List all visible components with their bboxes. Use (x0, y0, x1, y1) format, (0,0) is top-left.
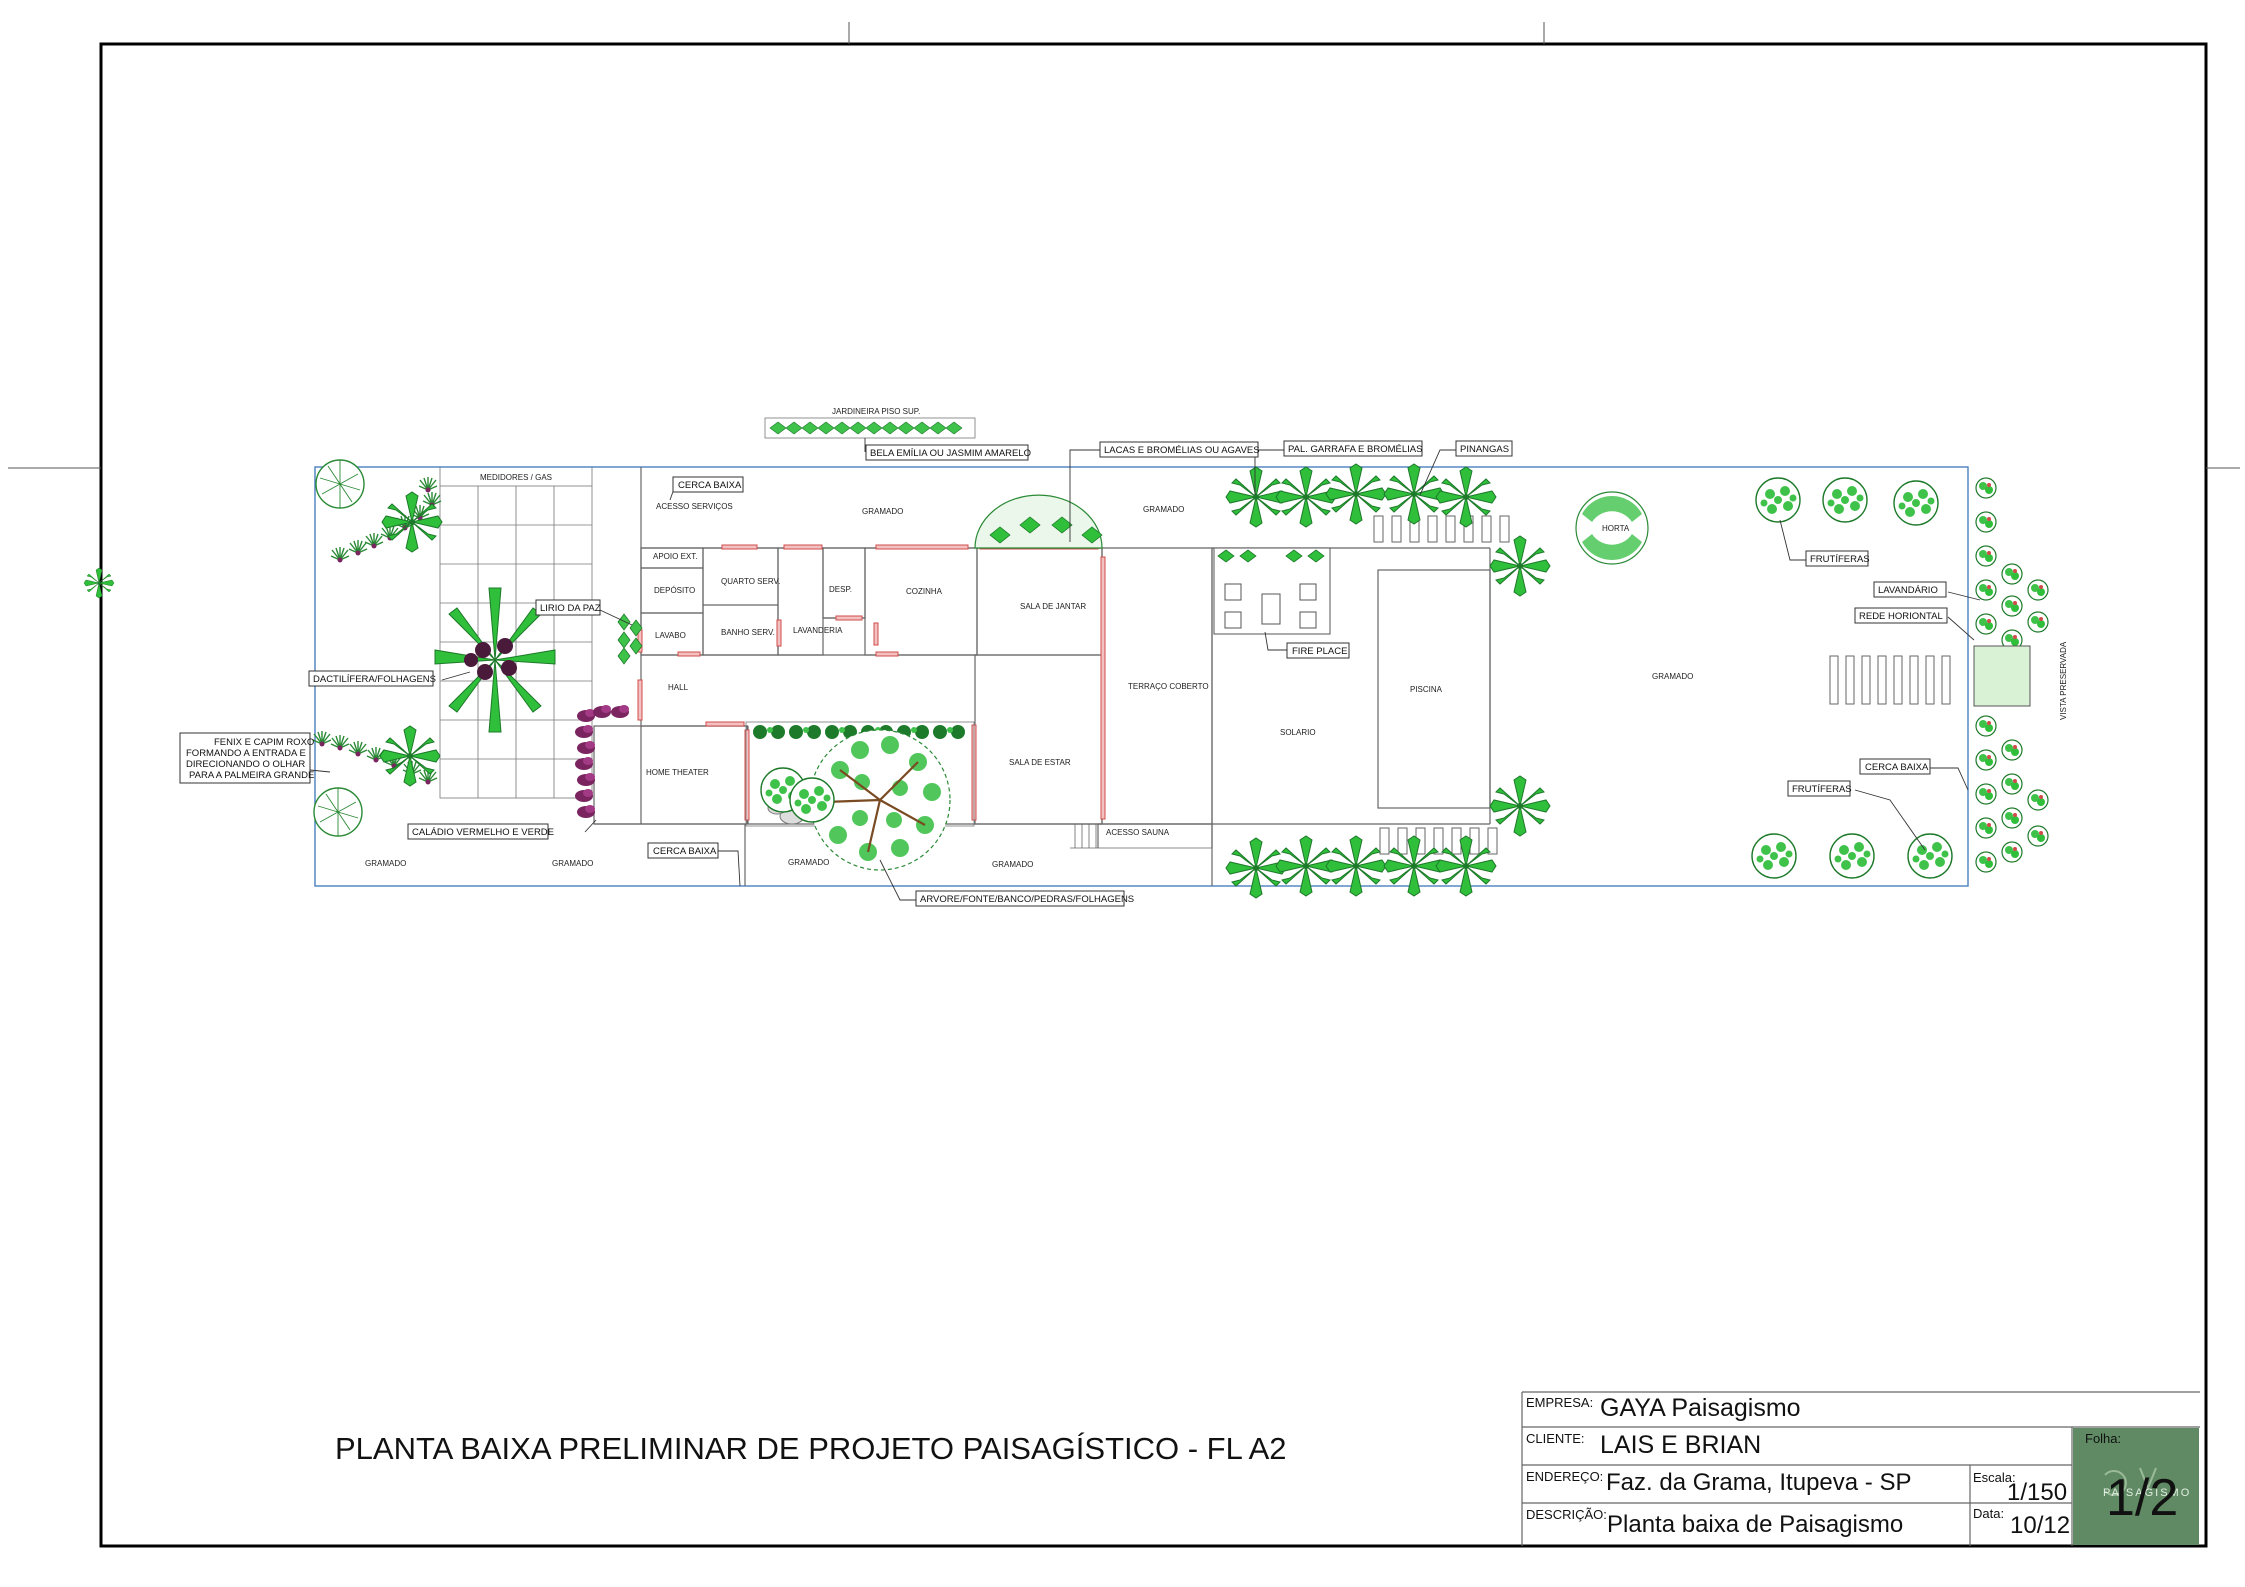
room-solario: SOLARIO (1280, 728, 1316, 737)
callouts: BELA EMÍLIA OU JASMIM AMARELO CERCA BAIX… (179, 440, 1948, 907)
room-horta: HORTA (1602, 524, 1630, 533)
tb-folha-label: Folha: (2085, 1431, 2121, 1446)
deck-pads (1373, 515, 1951, 855)
fire-place-plants (1217, 549, 1325, 563)
room-gramado-b3: GRAMADO (788, 858, 829, 867)
fire-place-structure (1213, 547, 1331, 635)
sheet-border (99, 42, 2208, 1548)
room-gramado-b2: GRAMADO (552, 859, 593, 868)
callout-fenix-4: PARA A PALMEIRA GRANDE (189, 770, 314, 781)
logo-mark-icon (2104, 1467, 2157, 1496)
tb-cliente-value: LAIS E BRIAN (1600, 1431, 1761, 1459)
callout-fenix-3: DIRECIONANDO O OLHAR (186, 759, 305, 770)
site-plan: MEDIDORES / GAS ACESSO SERVIÇOS APOIO EX… (83, 407, 2068, 907)
callout-frutiferas-bottom: FRUTÍFERAS (1792, 784, 1852, 795)
callout-arvore: ARVORE/FONTE/BANCO/PEDRAS/FOLHAGENS (920, 894, 1134, 905)
tb-empresa-label: EMPRESA: (1526, 1395, 1593, 1410)
room-piscina: PISCINA (1410, 685, 1443, 694)
rede-area (1973, 645, 2031, 707)
tb-logo-text: PAISAGISMO (2103, 1487, 2191, 1499)
room-desp: DESP. (829, 585, 852, 594)
big-tree (809, 729, 951, 871)
callout-fenix-1: FENIX E CAPIM ROXO (214, 737, 314, 748)
logo-panel (2073, 1428, 2199, 1545)
callout-dactilifera: DACTILÍFERA/FOLHAGENS (313, 674, 436, 685)
callout-bela-emilia: BELA EMÍLIA OU JASMIM AMARELO (870, 448, 1031, 459)
tb-endereco-label: ENDEREÇO: (1526, 1469, 1603, 1484)
callout-caladio: CALÁDIO VERMELHO E VERDE (412, 827, 554, 838)
lacas-plants (83, 567, 115, 599)
callout-fenix-2: FORMANDO A ENTRADA E (186, 748, 306, 759)
tb-folha-value: 1/2 (2106, 1469, 2178, 1527)
room-gramado-top2: GRAMADO (1143, 505, 1184, 514)
room-vista: VISTA PRESERVADA (2059, 641, 2068, 720)
lot-boundary (314, 466, 1969, 887)
room-hall: HALL (668, 683, 689, 692)
room-medidores: MEDIDORES / GAS (480, 473, 552, 482)
room-gramado-b4: GRAMADO (992, 860, 1033, 869)
room-sala-jantar: SALA DE JANTAR (1020, 602, 1086, 611)
tb-data-value: 10/12 (2010, 1512, 2070, 1539)
callout-fire-place: FIRE PLACE (1292, 646, 1347, 657)
room-gramado-center: GRAMADO (1652, 672, 1693, 681)
dactilifera-cluster (434, 587, 556, 733)
horta-garden (1575, 491, 1649, 565)
caladio-column (575, 705, 629, 818)
room-banho-serv: BANHO SERV. (721, 628, 775, 637)
room-deposito: DEPÓSITO (654, 586, 695, 595)
room-cozinha: COZINHA (906, 587, 943, 596)
callout-pinangas: PINANGAS (1460, 444, 1509, 455)
tb-escala-value: 1/150 (2007, 1479, 2067, 1506)
callout-lavandario: LAVANDÁRIO (1878, 585, 1938, 596)
callout-cerca-baixa-bottom: CERCA BAIXA (653, 846, 717, 857)
room-jardineira: JARDINEIRA PISO SUP. (832, 407, 920, 416)
room-terraco: TERRAÇO COBERTO (1128, 682, 1209, 691)
callout-cerca-baixa-right: CERCA BAIXA (1865, 762, 1929, 773)
semicircle-plants (989, 516, 1103, 544)
room-acesso-sauna: ACESSO SAUNA (1106, 828, 1170, 837)
tb-descricao-label: DESCRIÇÃO: (1526, 1507, 1607, 1522)
room-labels: MEDIDORES / GAS ACESSO SERVIÇOS APOIO EX… (365, 407, 2068, 869)
semicircle-planter (974, 494, 1103, 549)
tb-escala-label: Escala: (1973, 1470, 2016, 1485)
room-home-theater: HOME THEATER (646, 768, 709, 777)
lirio-planter (617, 613, 643, 665)
callout-frutiferas-top: FRUTÍFERAS (1810, 554, 1870, 565)
jardineira-strip (764, 417, 976, 439)
tb-empresa-value: GAYA Paisagismo (1600, 1394, 1801, 1422)
tb-data-label: Data: (1973, 1506, 2004, 1521)
leader-lines (309, 438, 1981, 901)
registration-marks (8, 22, 2240, 469)
room-sala-estar: SALA DE ESTAR (1009, 758, 1071, 767)
callout-lirio: LIRIO DA PAZ (540, 603, 601, 614)
room-gramado-top1: GRAMADO (862, 507, 903, 516)
room-gramado-b1: GRAMADO (365, 859, 406, 868)
room-lavanderia: LAVANDERIA (793, 626, 843, 635)
callout-pal-garrafa: PAL. GARRAFA E BROMÉLIAS (1288, 444, 1422, 455)
callout-rede: REDE HORIONTAL (1859, 611, 1943, 622)
callout-cerca-baixa-top: CERCA BAIXA (678, 480, 742, 491)
drawing-title: PLANTA BAIXA PRELIMINAR DE PROJETO PAISA… (335, 1431, 1287, 1466)
room-apoio-ext: APOIO EXT. (653, 552, 697, 561)
title-block: EMPRESA: GAYA Paisagismo CLIENTE: LAIS E… (1521, 1391, 2200, 1546)
room-lavabo: LAVABO (655, 631, 686, 640)
tb-descricao-value: Planta baixa de Paisagismo (1607, 1511, 1903, 1538)
tb-endereco-value: Faz. da Grama, Itupeva - SP (1606, 1469, 1911, 1496)
room-quarto-serv: QUARTO SERV. (721, 577, 780, 586)
room-acesso-servicos: ACESSO SERVIÇOS (656, 502, 733, 511)
callout-lacas: LACAS E BROMÉLIAS OU AGAVES (1104, 445, 1260, 456)
tb-cliente-label: CLIENTE: (1526, 1431, 1585, 1446)
sauna-steps (1070, 824, 1212, 849)
